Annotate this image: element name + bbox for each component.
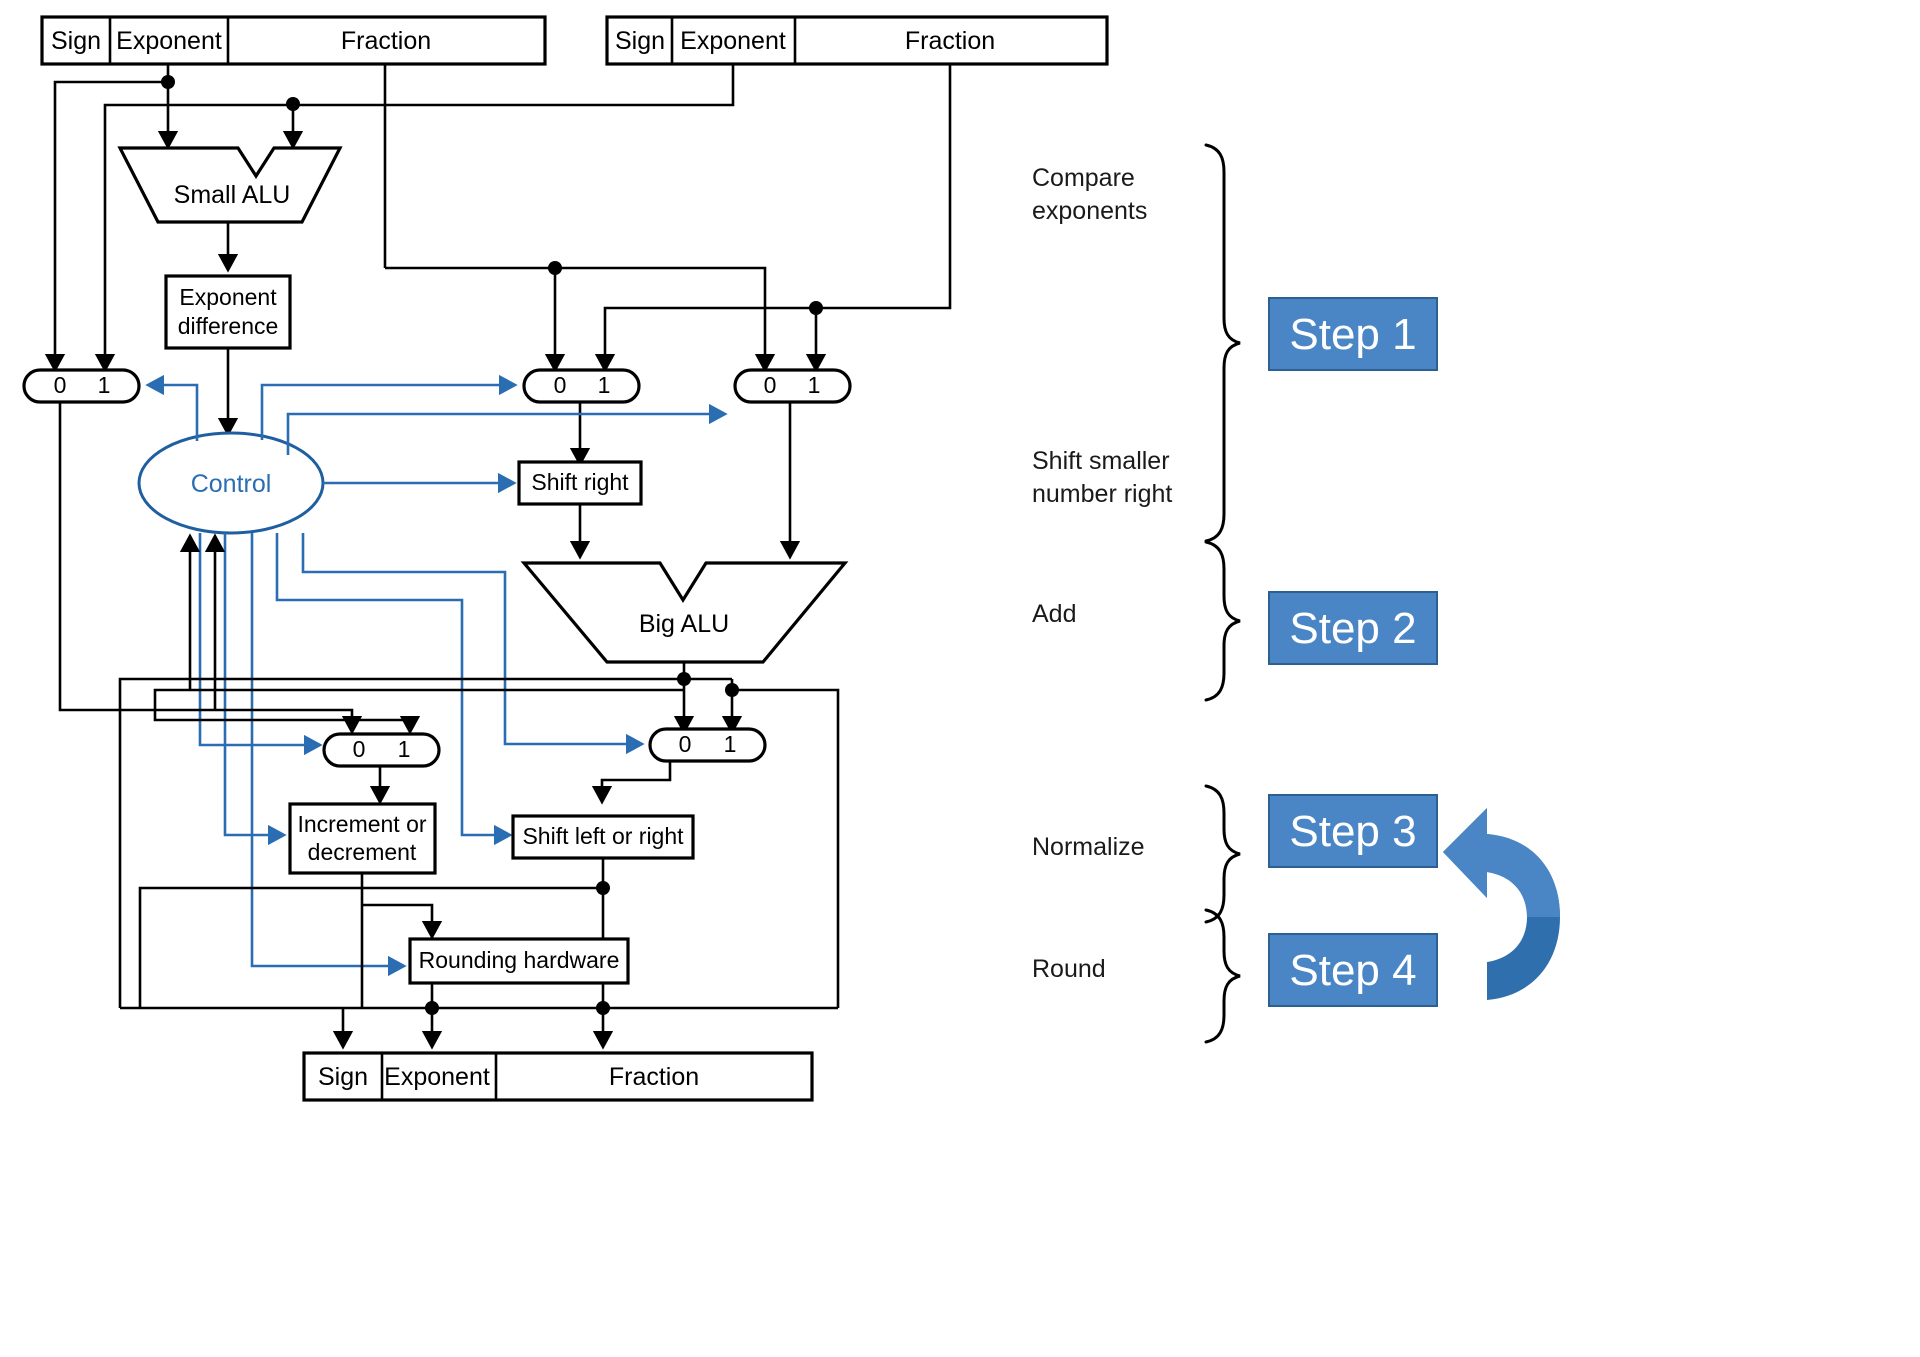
operand-b-sign-label: Sign bbox=[615, 27, 665, 55]
stage-add-label: Add bbox=[1032, 600, 1076, 628]
mux-fraction-left[interactable]: 0 1 bbox=[522, 368, 641, 404]
increment-line2: decrement bbox=[308, 839, 417, 865]
operand-b-exponent-label: Exponent bbox=[680, 27, 786, 55]
stage-label-shift: Shift smaller number right bbox=[1032, 447, 1172, 508]
shift-left-right-block: Shift left or right bbox=[511, 814, 695, 860]
mux-exponent-lower[interactable]: 0 1 bbox=[322, 732, 441, 768]
step-2-label: Step 2 bbox=[1289, 604, 1416, 653]
mux-flw-zero: 0 bbox=[679, 731, 692, 757]
mux-fr-one: 1 bbox=[808, 372, 821, 398]
result-exponent-label: Exponent bbox=[384, 1063, 490, 1091]
mux-fraction-lower[interactable]: 0 1 bbox=[648, 727, 767, 763]
control-block: Control bbox=[137, 431, 325, 535]
step-4-label: Step 4 bbox=[1289, 946, 1416, 995]
stage-normalize-label: Normalize bbox=[1032, 833, 1145, 861]
stage-compare-line1: Compare bbox=[1032, 164, 1135, 192]
small-alu: Small ALU bbox=[117, 146, 343, 224]
mux-sign[interactable]: 0 1 bbox=[22, 368, 141, 404]
small-alu-label: Small ALU bbox=[174, 181, 291, 209]
operand-b-register: Sign Exponent Fraction bbox=[605, 15, 1109, 66]
shift-left-right-label: Shift left or right bbox=[522, 823, 684, 849]
mux-fl-zero: 0 bbox=[554, 372, 567, 398]
normalize-output-wiring bbox=[138, 858, 610, 1008]
mux-el-zero: 0 bbox=[353, 736, 366, 762]
result-fraction-label: Fraction bbox=[609, 1063, 699, 1091]
brace-step-3 bbox=[1204, 784, 1241, 924]
repeat-loop-arrow bbox=[1443, 808, 1560, 1000]
exponent-difference-line1: Exponent bbox=[179, 284, 277, 310]
stage-label-compare: Compare exponents bbox=[1032, 164, 1147, 225]
step-3-badge: Step 3 bbox=[1268, 794, 1438, 868]
step-1-label: Step 1 bbox=[1289, 310, 1416, 359]
step-4-badge: Step 4 bbox=[1268, 933, 1438, 1007]
mux-fl-one: 1 bbox=[598, 372, 611, 398]
increment-line1: Increment or bbox=[297, 811, 426, 837]
junction-dot bbox=[286, 97, 300, 111]
big-alu: Big ALU bbox=[520, 561, 849, 664]
mux-sign-one: 1 bbox=[98, 372, 111, 398]
mux-flw-one: 1 bbox=[724, 731, 737, 757]
big-alu-output-wiring bbox=[58, 662, 840, 1008]
top-wiring bbox=[44, 64, 952, 373]
mux-fraction-right[interactable]: 0 1 bbox=[733, 368, 852, 404]
control-signals bbox=[145, 374, 728, 977]
operand-a-sign-label: Sign bbox=[51, 27, 101, 55]
brace-step-1 bbox=[1204, 143, 1241, 543]
operand-b-fraction-label: Fraction bbox=[905, 27, 995, 55]
operand-a-fraction-label: Fraction bbox=[341, 27, 431, 55]
control-status-inputs bbox=[179, 533, 226, 710]
increment-decrement-block: Increment or decrement bbox=[288, 802, 437, 875]
step-1-badge: Step 1 bbox=[1268, 297, 1438, 371]
operand-a-exponent-label: Exponent bbox=[116, 27, 222, 55]
step-3-label: Step 3 bbox=[1289, 807, 1416, 856]
stage-round-label: Round bbox=[1032, 955, 1106, 983]
rounding-label: Rounding hardware bbox=[419, 947, 620, 973]
control-label: Control bbox=[191, 470, 272, 498]
exponent-difference-block: Exponent difference bbox=[164, 274, 292, 350]
shift-right-label: Shift right bbox=[531, 469, 629, 495]
mux-fr-zero: 0 bbox=[764, 372, 777, 398]
stage-shift-line1: Shift smaller bbox=[1032, 447, 1170, 475]
brace-step-4 bbox=[1204, 908, 1241, 1044]
rounding-output-wiring bbox=[120, 983, 838, 1050]
result-sign-label: Sign bbox=[318, 1063, 368, 1091]
mux-sign-zero: 0 bbox=[54, 372, 67, 398]
exponent-difference-line2: difference bbox=[178, 313, 279, 339]
operand-a-register: Sign Exponent Fraction bbox=[40, 15, 547, 66]
rounding-hardware-block: Rounding hardware bbox=[408, 937, 630, 985]
brace-step-2 bbox=[1204, 540, 1241, 702]
step-2-badge: Step 2 bbox=[1268, 591, 1438, 665]
shift-right-block: Shift right bbox=[517, 460, 643, 506]
big-alu-label: Big ALU bbox=[639, 610, 729, 638]
stage-compare-line2: exponents bbox=[1032, 197, 1147, 225]
stage-shift-line2: number right bbox=[1032, 480, 1172, 508]
result-register: Sign Exponent Fraction bbox=[302, 1051, 814, 1102]
mux-el-one: 1 bbox=[398, 736, 411, 762]
